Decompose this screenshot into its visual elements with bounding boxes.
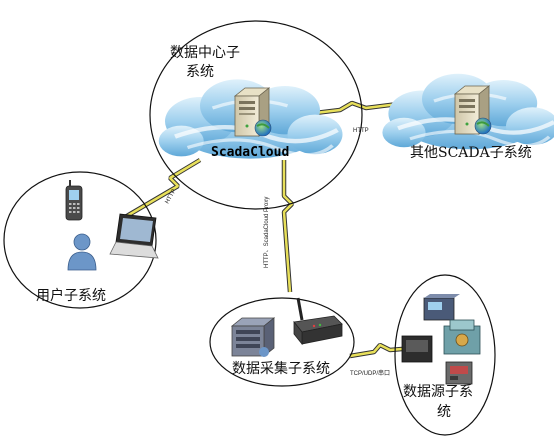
laptop-icon — [109, 213, 159, 259]
link-center-collection-label: HTTP、ScadaCloud Proxy — [264, 197, 270, 268]
source-boundary — [394, 274, 496, 436]
collection-boundary — [209, 297, 355, 387]
data-center-server-icon — [234, 87, 272, 137]
mobile-phone-icon — [65, 180, 83, 221]
link-collection-source-bolt — [349, 342, 415, 359]
data-center-boundary — [149, 20, 363, 210]
meter-device-icon — [423, 294, 460, 321]
scadacloud-server-label: ScadaCloud — [211, 145, 289, 160]
controller-device-icon — [445, 361, 473, 385]
other-scada-label: 其他SCADA子系统 — [410, 145, 532, 161]
link-center-other-label: HTTP — [353, 128, 369, 134]
dtu-router-icon — [293, 297, 343, 346]
panel-device-icon — [401, 335, 433, 363]
link-collection-source-label: TCP/UDP/串口 — [350, 369, 390, 377]
machine-device-icon — [443, 319, 481, 355]
source-label-line2: 统 — [437, 404, 451, 420]
data-center-label-line1: 数据中心子 — [170, 45, 240, 61]
collector-device-icon — [230, 317, 276, 357]
source-label-line1: 数据源子系 — [403, 384, 473, 400]
data-center-label-line2: 系统 — [186, 64, 214, 80]
other-scada-server-icon — [454, 85, 492, 135]
user-person-icon — [67, 233, 97, 271]
collection-label: 数据采集子系统 — [232, 360, 330, 377]
user-label: 用户子系统 — [36, 287, 106, 304]
link-center-user-bolt — [118, 158, 202, 222]
link-center-other-bolt — [281, 100, 399, 120]
user-boundary — [3, 171, 157, 309]
